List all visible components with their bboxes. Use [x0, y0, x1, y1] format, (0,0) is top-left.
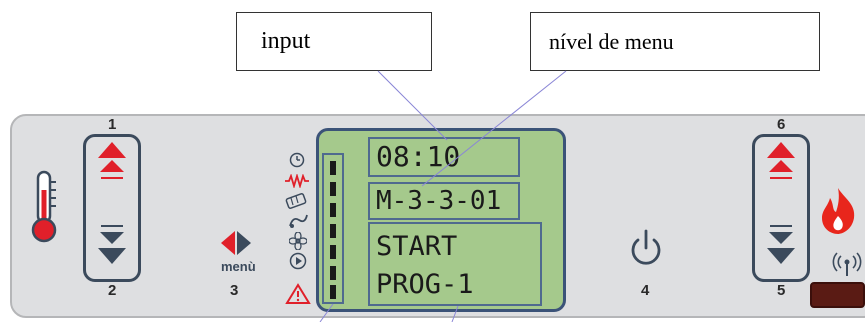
- antenna-icon: [832, 252, 862, 276]
- power-down-button[interactable]: [764, 222, 798, 268]
- lcd-segment: [330, 285, 336, 299]
- button-number-2: 2: [108, 282, 117, 299]
- clock-icon: [289, 152, 305, 168]
- lcd-status-field: START PROG-1: [368, 222, 542, 306]
- button-number-4: 4: [641, 282, 650, 299]
- temperature-down-button[interactable]: [95, 222, 129, 268]
- power-button[interactable]: [628, 228, 664, 268]
- lcd-status-line-2: PROG-1: [376, 269, 474, 300]
- flame-icon: [822, 188, 855, 234]
- lcd-status-segments: [322, 153, 344, 304]
- play-icon: [289, 252, 307, 270]
- menu-button[interactable]: [219, 228, 253, 260]
- auger-icon: [285, 193, 307, 209]
- fan-icon: [289, 232, 307, 250]
- temperature-up-button[interactable]: [95, 140, 129, 184]
- lcd-status-line-1: START: [376, 231, 458, 262]
- lcd-segment: [330, 161, 336, 175]
- callout-menu-level-label: nível de menu: [530, 12, 820, 71]
- exhaust-icon: [289, 214, 308, 228]
- warning-icon: [285, 283, 311, 304]
- lcd-segment: [330, 182, 336, 196]
- power-adjust-buttons: [752, 134, 810, 282]
- button-number-1: 1: [108, 116, 117, 133]
- menu-label: menù: [221, 259, 256, 274]
- button-number-5: 5: [777, 282, 786, 299]
- thermometer-icon: [31, 170, 57, 243]
- lcd-menu-level-field: M-3-3-01: [368, 182, 520, 220]
- lcd-segment: [330, 224, 336, 238]
- button-number-3: 3: [230, 282, 239, 299]
- temperature-adjust-buttons: [83, 134, 141, 282]
- callout-input-label: input: [236, 12, 432, 71]
- lcd-segment: [330, 266, 336, 280]
- lcd-segment: [330, 203, 336, 217]
- resistance-icon: [285, 174, 309, 188]
- lcd-time-field: 08:10: [368, 137, 520, 177]
- lcd-segment: [330, 245, 336, 259]
- button-number-6: 6: [777, 116, 786, 133]
- power-up-button[interactable]: [764, 140, 798, 184]
- led-indicator: [810, 282, 865, 308]
